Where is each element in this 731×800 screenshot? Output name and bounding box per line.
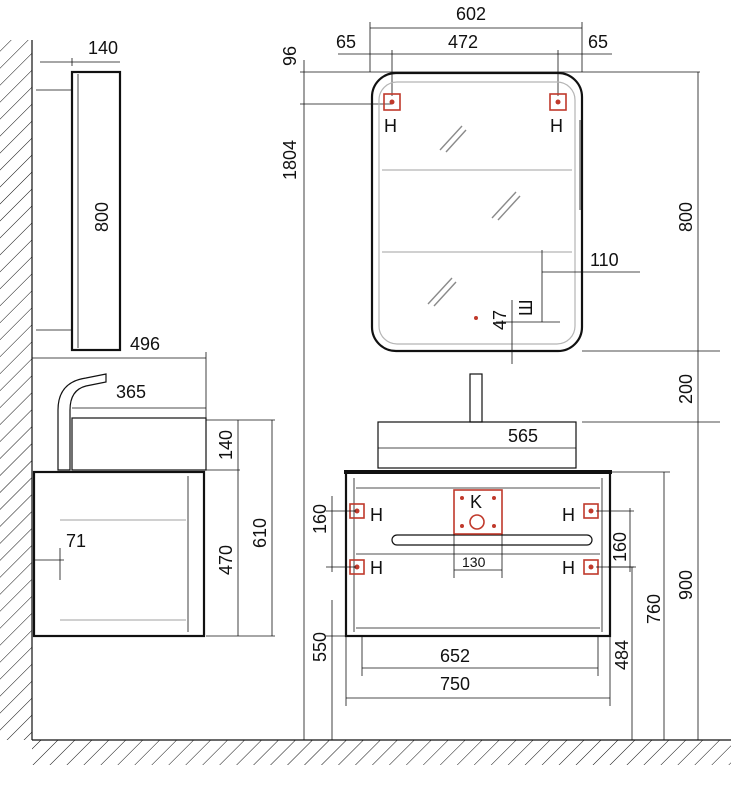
- side-faucet: [57, 373, 107, 471]
- side-basin: [71, 417, 207, 471]
- dim-side-handle-offset: 71: [66, 531, 86, 551]
- wall-hatch: [0, 40, 32, 740]
- dim-connection-spacing-v-right: 160: [610, 532, 630, 562]
- front-view: 602 472 65 65 96 1804 H H 8: [280, 4, 720, 740]
- cabinet-hanger-tl-label: H: [370, 505, 383, 525]
- front-faucet: [469, 373, 483, 423]
- floor-hatch: [32, 740, 731, 765]
- dim-basin-width: 565: [508, 426, 538, 446]
- wall-and-floor: [0, 40, 731, 765]
- front-mirror-inner: [378, 81, 576, 345]
- mirror-hanger-right-label: H: [550, 116, 563, 136]
- socket-icon: Ш: [516, 300, 536, 317]
- dim-mirror-left-offset: 65: [336, 32, 356, 52]
- cabinet-hanger-tr-label: H: [562, 505, 575, 525]
- dim-cabinet-bottom-height: 550: [310, 632, 330, 662]
- mirror-hanger-left-label: H: [384, 116, 397, 136]
- cabinet-handle: [391, 534, 593, 546]
- dim-mirror-top-gap: 96: [280, 46, 300, 66]
- connection-box: [453, 489, 503, 535]
- dim-socket-offset-x: 110: [590, 250, 619, 270]
- dim-connection-spacing-v: 160: [310, 504, 330, 534]
- side-cabinet: [32, 470, 206, 638]
- dim-mirror-basin-gap: 200: [676, 374, 696, 404]
- dim-mirror-height: 800: [676, 202, 696, 232]
- dim-mirror-inner-width: 472: [448, 32, 478, 52]
- dim-side-basin-depth: 365: [116, 382, 146, 402]
- mirror-hanger-right-icon: [549, 93, 567, 111]
- mirror-hanger-left-icon: [383, 93, 401, 111]
- dim-socket-offset-y: 47: [490, 310, 510, 330]
- dim-connection-spacing-h: 130: [462, 554, 486, 570]
- sewer-icon: [469, 514, 485, 530]
- dim-mirror-width: 602: [456, 4, 486, 24]
- dim-side-unit-depth: 496: [130, 334, 160, 354]
- dim-cabinet-width: 750: [440, 674, 470, 694]
- dim-side-mirror-depth: 140: [88, 38, 118, 58]
- dim-cabinet-inner-width: 652: [440, 646, 470, 666]
- cabinet-hanger-bl-label: H: [370, 558, 383, 578]
- sewer-label: K: [470, 492, 482, 512]
- dim-right-height-900: 900: [676, 570, 696, 600]
- side-view: 140 800 496 365 71 140 470 610: [32, 38, 275, 638]
- dim-right-height-760: 760: [644, 594, 664, 624]
- dim-side-total-height: 610: [250, 518, 270, 548]
- dim-side-cabinet-height: 470: [216, 545, 236, 575]
- front-basin: [377, 421, 577, 469]
- dim-side-basin-height: 140: [216, 430, 236, 460]
- front-cabinet-top: [344, 470, 612, 474]
- dim-mirror-total-height: 1804: [280, 140, 300, 180]
- front-mirror: [370, 71, 584, 353]
- dim-mirror-right-offset: 65: [588, 32, 608, 52]
- dim-right-height-484: 484: [612, 640, 632, 670]
- cabinet-hanger-br-label: H: [562, 558, 575, 578]
- dim-side-mirror-height: 800: [92, 202, 112, 232]
- mirror-glare: [427, 125, 521, 307]
